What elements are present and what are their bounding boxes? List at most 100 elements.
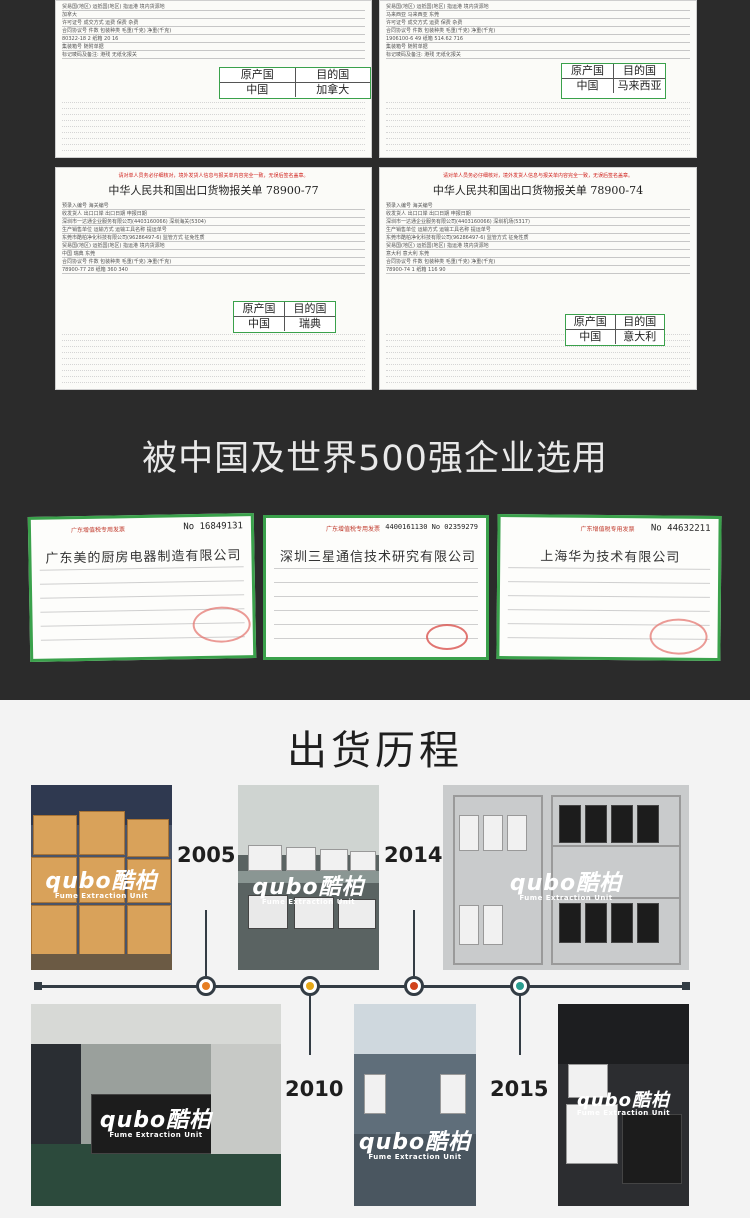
warning-note: 请对单人员务必仔细核对，境外发货人信息与报关单内容完全一致，无误后签名盖章。: [118, 173, 309, 179]
destination-header: 目的国: [623, 315, 657, 328]
timeline-node-2015: [510, 976, 530, 996]
origin-header: 原产国: [566, 315, 616, 329]
doc-line: 生产销售单位 运输方式 运输工具名称 提运单号: [62, 226, 365, 234]
doc-line: 东莞市酷柏净化科技有限公司(96286497-6) 监管方式 征免性质: [386, 234, 690, 242]
doc-line: 合同协议号 件数 包装种类 毛重(千克) 净重(千克): [62, 27, 365, 35]
doc-line: 预录入编号 海关编号: [386, 202, 690, 210]
destination-header: 目的国: [293, 302, 327, 315]
doc-line: 贸易国(地区) 运抵国(地区) 指运港 境内货源地: [62, 242, 365, 250]
doc-line: 预录入编号 海关编号: [62, 202, 365, 210]
invoice-number: No 16849131: [183, 521, 244, 533]
invoice-midea: 广东增值税专用发票 No 16849131 广东美的厨房电器制造有限公司: [27, 513, 257, 662]
doc-line: 标记唛码及备注: 港残 无纸化报关: [62, 51, 365, 59]
year-2005: 2005: [177, 843, 236, 867]
invoice-seal: [426, 624, 468, 650]
customs-declaration-malaysia: 贸易国(地区) 运抵国(地区) 指运港 境内货源地 马来西亚 马来西亚 东莞 许…: [379, 0, 697, 158]
doc-line: 许可证号 成交方式 运费 保费 杂费: [62, 19, 365, 27]
invoice-number: 4400161130 No 02359279: [385, 523, 478, 531]
shipping-history-title: 出货历程: [287, 728, 463, 774]
doc-line: 深圳市一达通企业服务有限公司(4403160066) 深圳海关(5304): [62, 218, 365, 226]
year-2014: 2014: [384, 843, 443, 867]
doc-line: 生产销售单位 运输方式 运输工具名称 提运单号: [386, 226, 690, 234]
timeline-end-cap: [682, 982, 690, 990]
doc-line: 标记唛码及备注: 港残 无纸化报关: [386, 51, 690, 59]
timeline-start-cap: [34, 982, 42, 990]
doc-line: 收发货人 出口口岸 出口日期 申报日期: [386, 210, 690, 218]
doc-line: 东莞市酷柏净化科技有限公司(96286497-6) 监管方式 征免性质: [62, 234, 365, 242]
node-dot: [516, 982, 524, 990]
origin-destination-box: 原产国目的国 中国 瑞典: [233, 301, 336, 333]
doc-line: 许可证号 成交方式 运费 保费 杂费: [386, 19, 690, 27]
customs-declaration-canada: 贸易国(地区) 运抵国(地区) 指运港 境内货源地 加拿大 许可证号 成交方式 …: [55, 0, 372, 158]
origin-value: 中国: [566, 330, 616, 344]
origin-destination-box: 原产国目的国 中国意大利: [565, 314, 665, 346]
doc-line: 78900-74 1 纸箱 116 90: [386, 266, 690, 274]
doc-line: 1906100-6 49 纸箱 514.62 716: [386, 35, 690, 43]
invoice-samsung: 广东增值税专用发票 4400161130 No 02359279 深圳三星通信技…: [263, 515, 489, 660]
doc-line: 78900-77 28 纸箱 360 340: [62, 266, 365, 274]
doc-line: 意大利 意大利 东莞: [386, 250, 690, 258]
timeline-node-2014: [404, 976, 424, 996]
invoice-header: 广东增值税专用发票: [580, 525, 635, 534]
origin-value: 中国: [562, 79, 614, 93]
node-dot: [410, 982, 418, 990]
doc-line: 贸易国(地区) 运抵国(地区) 指运港 境内货源地: [386, 3, 690, 11]
origin-header: 原产国: [562, 64, 614, 78]
timeline-axis: [38, 985, 684, 988]
origin-header: 原产国: [234, 302, 285, 316]
node-dot: [202, 982, 210, 990]
node-dot: [306, 982, 314, 990]
year-2015: 2015: [490, 1077, 549, 1101]
timeline-connector: [519, 995, 521, 1055]
invoice-number: No 44632211: [650, 523, 711, 534]
origin-destination-box: 原产国目的国 中国马来西亚: [561, 63, 666, 99]
customs-declaration-italy: 请对单人员务必仔细核对，境外发货人信息与报关单内容完全一致，无误后签名盖章。 中…: [379, 167, 697, 390]
doc-line: 贸易国(地区) 运抵国(地区) 指运港 境内货源地: [62, 3, 365, 11]
doc-line: 集装箱号 随附单据: [62, 43, 365, 51]
timeline-connector: [309, 995, 311, 1055]
doc-line: 80322-18 2 纸箱 20 16: [62, 35, 365, 43]
origin-value: 中国: [220, 83, 296, 97]
warning-note: 请对单人员务必仔细核对，境外发货人信息与报关单内容完全一致，无误后签名盖章。: [442, 173, 633, 179]
doc-line: 马来西亚 马来西亚 东莞: [386, 11, 690, 19]
doc-line: 集装箱号 随附单据: [386, 43, 690, 51]
doc-line: 合同协议号 件数 包装种类 毛重(千克) 净重(千克): [62, 258, 365, 266]
doc-line: 加拿大: [62, 11, 365, 19]
timeline-node-2005: [196, 976, 216, 996]
customs-declaration-sweden: 请对单人员务必仔细核对，境外发货人信息与报关单内容完全一致，无误后签名盖章。 中…: [55, 167, 372, 390]
destination-header: 目的国: [623, 64, 656, 77]
origin-value: 中国: [234, 317, 285, 331]
doc-line: 合同协议号 件数 包装种类 毛重(千克) 净重(千克): [386, 27, 690, 35]
destination-header: 目的国: [316, 68, 350, 81]
invoice-huawei: 广东增值税专用发票 No 44632211 上海华为技术有限公司: [496, 514, 722, 661]
origin-destination-box: 原产国目的国 中国加拿大: [219, 67, 371, 99]
origin-header: 原产国: [220, 68, 296, 82]
destination-value: 瑞典: [299, 317, 321, 330]
invoice-company: 深圳三星通信技术研究有限公司: [280, 550, 477, 565]
timeline-connector: [413, 910, 415, 976]
destination-value: 意大利: [623, 330, 657, 343]
destination-value: 马来西亚: [617, 79, 662, 92]
year-2010: 2010: [285, 1077, 344, 1101]
timeline-node-2010: [300, 976, 320, 996]
doc-title: 中华人民共和国出口货物报关单 78900-74: [432, 184, 644, 197]
doc-line: 中国 瑞典 东莞: [62, 250, 365, 258]
enterprise-headline: 被中国及世界500强企业选用: [142, 439, 608, 479]
doc-title: 中华人民共和国出口货物报关单 78900-77: [108, 184, 319, 197]
invoice-company: 广东美的厨房电器制造有限公司: [45, 548, 242, 567]
doc-line: 合同协议号 件数 包装种类 毛重(千克) 净重(千克): [386, 258, 690, 266]
invoice-header: 广东增值税专用发票: [326, 526, 381, 533]
invoice-seal: [192, 606, 251, 644]
invoice-company: 上海华为技术有限公司: [540, 549, 681, 566]
